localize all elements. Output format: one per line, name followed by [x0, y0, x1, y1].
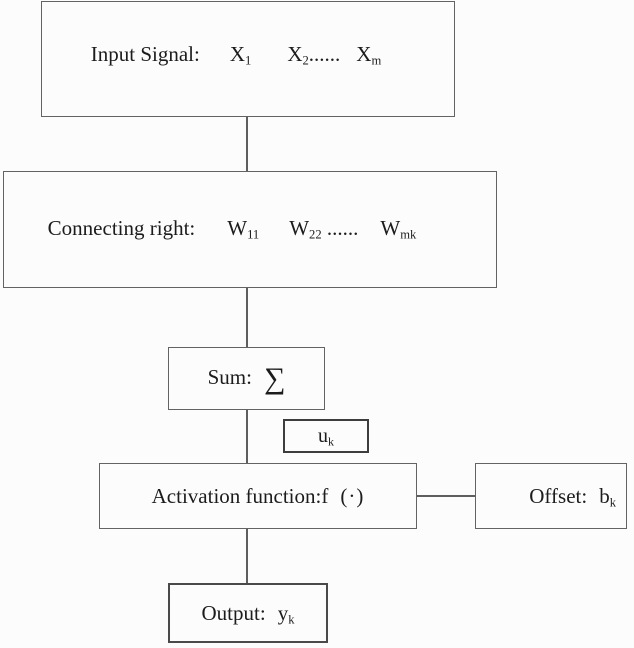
uk-sub: k: [328, 433, 334, 448]
offset-box: Offset: bk: [475, 463, 627, 529]
weight-term-wmk: Wmk: [380, 216, 416, 241]
activation-paren-dot: (·): [340, 483, 365, 508]
weight-term-w22-base: W: [289, 216, 310, 240]
input-term-xm-sub: m: [371, 53, 382, 68]
weight-term-w11-sub: 11: [247, 227, 260, 242]
connecting-weights-box: Connecting right: W11 W22 ...... Wmk: [3, 171, 497, 288]
input-signal-box: Input Signal: X1 X2...... Xm: [41, 1, 455, 117]
input-term-x2-sub: 2: [302, 53, 309, 68]
offset-label: Offset:: [529, 483, 588, 508]
sigma-symbol: ∑: [263, 361, 286, 395]
activation-function-label: Activation function:f: [151, 483, 329, 508]
weight-term-w22-dots: ......: [321, 216, 359, 240]
connector-activation-to-output: [246, 529, 248, 583]
connector-sum-to-activation: [246, 410, 248, 463]
input-signal-label: Input Signal:: [90, 41, 200, 66]
output-term-yk-sub: k: [288, 612, 295, 627]
offset-term-bk-sub: k: [609, 495, 616, 510]
input-term-x2-base: X: [287, 41, 303, 66]
output-term-yk: yk: [278, 601, 295, 626]
offset-term-bk: bk: [599, 484, 616, 509]
uk-box: uk: [283, 419, 369, 453]
output-label: Output:: [201, 600, 266, 625]
input-term-x1: X1: [230, 42, 251, 67]
uk-term: uk: [318, 425, 334, 448]
connector-weights-to-sum: [246, 288, 248, 347]
output-term-yk-base: y: [277, 600, 289, 625]
connecting-weights-label: Connecting right:: [47, 216, 196, 240]
connector-input-to-weights: [246, 117, 248, 171]
input-term-x2-dots: ......: [308, 41, 341, 66]
connector-activation-to-offset: [417, 495, 475, 497]
weight-term-wmk-sub: mk: [400, 227, 417, 242]
offset-term-bk-base: b: [599, 483, 610, 508]
weight-term-wmk-base: W: [380, 216, 401, 240]
sum-box: Sum: ∑: [168, 347, 325, 410]
input-term-x1-sub: 1: [245, 53, 252, 68]
input-term-x1-base: X: [229, 41, 246, 66]
activation-function-box: Activation function:f (·): [99, 463, 417, 529]
output-box: Output: yk: [168, 583, 328, 643]
input-term-x2: X2......: [287, 42, 340, 67]
weight-term-w22: W22 ......: [289, 216, 358, 241]
uk-base: u: [318, 424, 328, 447]
weight-term-w11-base: W: [227, 216, 248, 240]
input-term-xm: Xm: [356, 42, 381, 67]
sum-label: Sum:: [207, 365, 252, 389]
weight-term-w11: W11: [227, 216, 259, 241]
input-term-xm-base: X: [356, 41, 372, 66]
weight-term-w22-sub: 22: [309, 227, 322, 242]
